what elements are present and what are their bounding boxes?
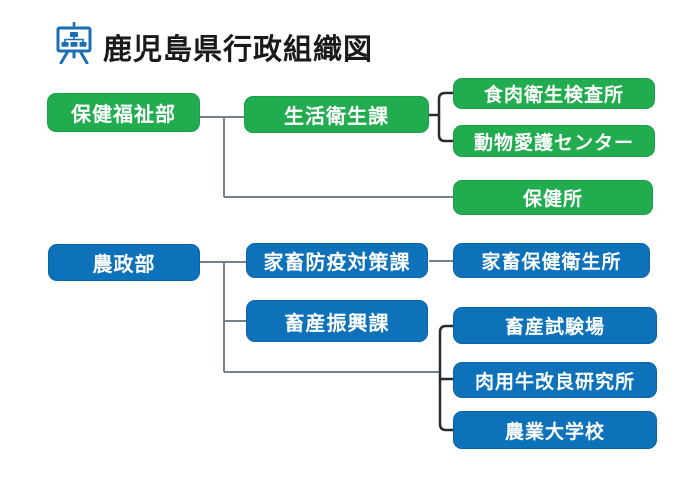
org-node-livestock-disease-div: 家畜防疫対策課 [246, 243, 428, 278]
org-node-health-welfare-dept: 保健福祉部 [47, 93, 200, 132]
org-node-beef-cattle-research-inst: 肉用牛改良研究所 [453, 362, 657, 398]
presentation-board-icon [56, 22, 92, 64]
straight-connectors [200, 116, 453, 373]
org-node-livestock-promotion-div: 畜産振興課 [246, 300, 428, 342]
org-node-health-center: 保健所 [453, 180, 653, 215]
org-node-agri-college: 農業大学校 [453, 411, 657, 449]
org-node-animal-welfare-center: 動物愛護センター [453, 125, 655, 157]
bracket-connectors [427, 91, 455, 432]
org-node-life-hygiene-div: 生活衛生課 [244, 96, 429, 133]
org-node-agri-policy-dept: 農政部 [48, 244, 200, 281]
org-node-livestock-hygiene-station: 家畜保健衛生所 [453, 243, 650, 278]
org-node-livestock-experiment-station: 畜産試験場 [453, 307, 657, 344]
page-title: 鹿児島県行政組織図 [103, 34, 374, 66]
org-node-meat-inspection-center: 食肉衛生検査所 [453, 78, 655, 109]
